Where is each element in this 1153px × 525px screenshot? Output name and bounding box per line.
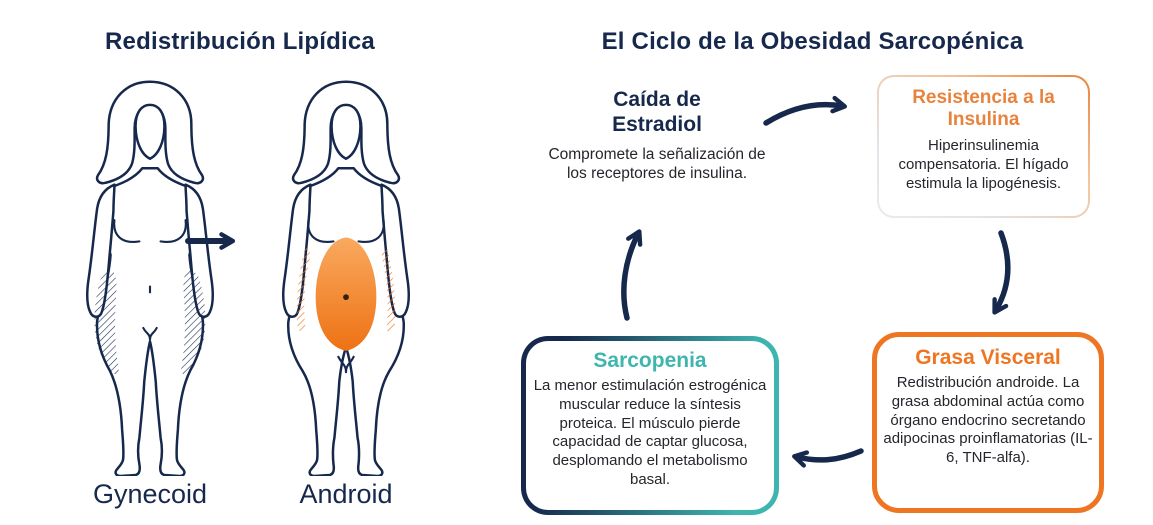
left-section-title: Redistribución Lipídica: [105, 28, 375, 55]
breast-line-left: [307, 219, 335, 243]
cycle-node-estradiol: Caída de Estradiol Compromete la señaliz…: [543, 88, 771, 184]
sarcopenia-title: Sarcopenia: [593, 349, 707, 372]
arrow-sarcopenia-to-estradiol: [621, 229, 643, 321]
breast-line-left: [113, 219, 141, 243]
hip-fat-hatch-right: [181, 269, 206, 375]
resistencia-title: Resistencia a la Insulina: [912, 87, 1055, 131]
breast-line-right: [159, 219, 187, 243]
left-arm: [281, 183, 312, 318]
face-shape: [134, 103, 166, 160]
right-arm: [380, 183, 411, 318]
breast-line-right: [357, 219, 385, 243]
android-label: Android: [299, 479, 393, 509]
visceral-fat-highlight: [315, 237, 377, 351]
hip-fat-hatch-left: [94, 269, 119, 375]
estradiol-title: Caída de Estradiol: [612, 88, 702, 136]
estradiol-body: Compromete la señalización de los recept…: [548, 145, 766, 183]
arrow-estradiol-to-resistencia: [763, 95, 847, 126]
arrow-resistencia-to-grasa: [992, 230, 1011, 315]
cycle-node-grasa-visceral: Grasa Visceral Redistribución androide. …: [872, 332, 1104, 513]
flank-fat-hatch-left: [296, 247, 311, 333]
android-figure-illustration: [281, 80, 411, 476]
grasa-body: Redistribución androide. La grasa abdomi…: [883, 373, 1093, 467]
flank-fat-hatch-right: [381, 247, 396, 333]
grasa-title: Grasa Visceral: [915, 346, 1061, 369]
resistencia-body: Hiperinsulinemia compensatoria. El hígad…: [898, 136, 1069, 192]
pubic-line-right: [148, 326, 158, 341]
gynecoid-label: Gynecoid: [92, 479, 208, 509]
sarcopenia-body: La menor estimulación estrogénica muscul…: [533, 376, 767, 489]
cycle-node-sarcopenia: Sarcopenia La menor estimulación estrogé…: [521, 336, 779, 515]
pubic-line-right: [344, 355, 355, 374]
cycle-node-resistencia: Resistencia a la Insulina Hiperinsulinem…: [877, 75, 1090, 218]
navel-dot: [343, 294, 349, 301]
right-section-title: El Ciclo de la Obesidad Sarcopénica: [601, 28, 1024, 55]
gynecoid-figure-illustration: [85, 80, 215, 476]
arrow-grasa-to-sarcopenia: [792, 448, 864, 468]
face-shape: [330, 103, 362, 160]
